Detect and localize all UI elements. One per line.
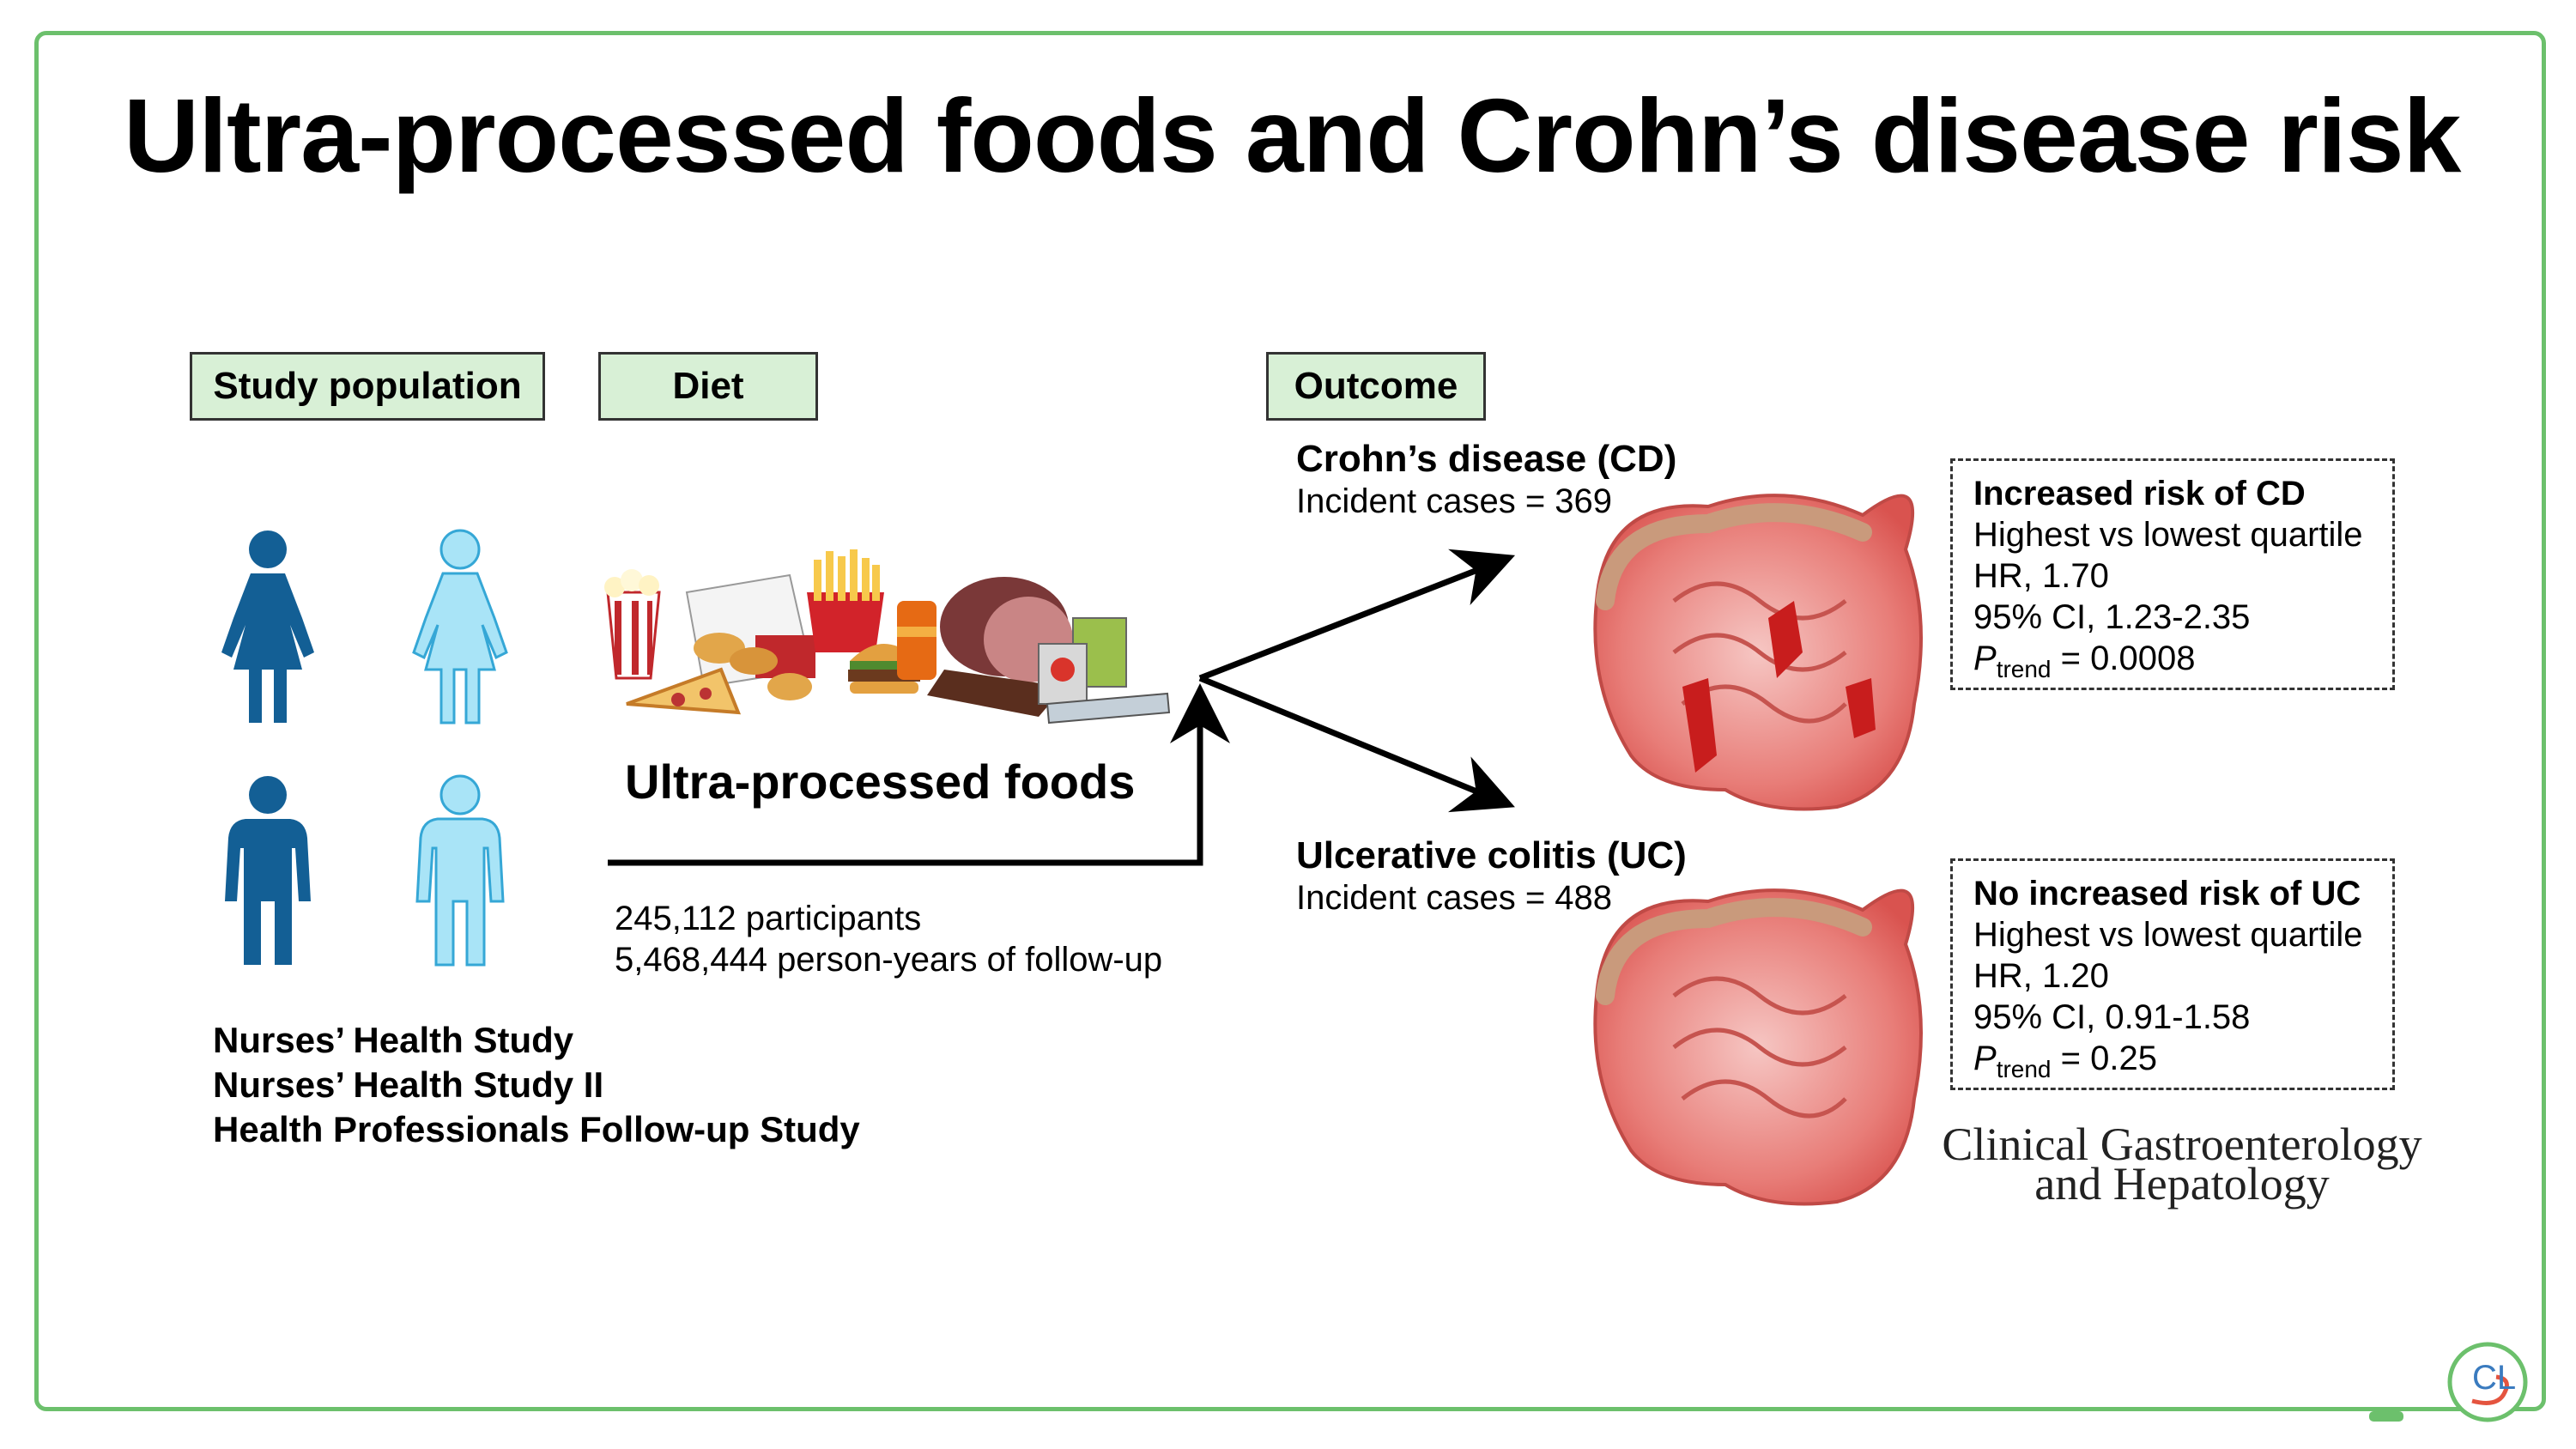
arrow-to-uc [1198, 675, 1515, 813]
page-title: Ultra-processed foods and Crohn’s diseas… [124, 77, 2461, 194]
male-dark-icon [225, 776, 311, 965]
female-dark-icon [221, 530, 314, 723]
cd-name: Crohn’s disease (CD) [1296, 438, 1677, 480]
uc-comparison: Highest vs lowest quartile [1973, 916, 2363, 954]
uc-name: Ulcerative colitis (UC) [1296, 834, 1687, 876]
cgh-logo-icon [2369, 1342, 2528, 1422]
colon-uc-illustration [1593, 888, 1923, 1206]
header-outcome: Outcome [1266, 352, 1486, 421]
cd-result-box: Increased risk of CD Highest vs lowest q… [1950, 458, 2395, 690]
study-item: Nurses’ Health Study II [213, 1064, 604, 1105]
journal-line-1: Clinical Gastroenterology [1942, 1119, 2422, 1170]
participants-count: 245,112 participants [615, 900, 922, 937]
cd-result-title: Increased risk of CD [1973, 475, 2306, 512]
ultra-processed-foods-label: Ultra-processed foods [625, 755, 1136, 809]
cd-p-trend: Ptrend = 0.0008 [1973, 640, 2196, 682]
uc-result-box: No increased risk of UC Highest vs lowes… [1950, 858, 2395, 1090]
uc-hazard-ratio: HR, 1.20 [1973, 957, 2109, 995]
uc-p-trend: Ptrend = 0.25 [1973, 1040, 2157, 1082]
journal-line-2: and Hepatology [2034, 1158, 2330, 1210]
study-item: Nurses’ Health Study [213, 1020, 574, 1060]
cd-confidence-interval: 95% CI, 1.23-2.35 [1973, 598, 2251, 636]
uc-incident-cases: Incident cases = 488 [1296, 879, 1613, 917]
arrow-to-cd [1198, 549, 1516, 682]
female-light-icon [412, 529, 508, 724]
cd-comparison: Highest vs lowest quartile [1973, 516, 2363, 554]
male-light-icon [415, 774, 505, 967]
header-study-population: Study population [190, 352, 545, 421]
journal-name: Clinical Gastroenterology and Hepatology [1942, 1119, 2422, 1210]
ultra-processed-foods-illustration [604, 549, 1171, 724]
cd-hazard-ratio: HR, 1.70 [1973, 557, 2109, 595]
cgh-logo-text: CL [2472, 1359, 2516, 1397]
colon-cd-illustration [1593, 494, 1923, 811]
study-list: Nurses’ Health Study Nurses’ Health Stud… [213, 1018, 860, 1152]
uc-result-title: No increased risk of UC [1973, 875, 2361, 912]
uc-confidence-interval: 95% CI, 0.91-1.58 [1973, 998, 2251, 1036]
slide-frame [34, 31, 2546, 1411]
diet-to-outcome-arrow [608, 683, 1230, 866]
study-item: Health Professionals Follow-up Study [213, 1109, 860, 1149]
header-diet: Diet [598, 352, 818, 421]
cd-incident-cases: Incident cases = 369 [1296, 482, 1613, 520]
follow-up-years: 5,468,444 person-years of follow-up [615, 941, 1163, 979]
